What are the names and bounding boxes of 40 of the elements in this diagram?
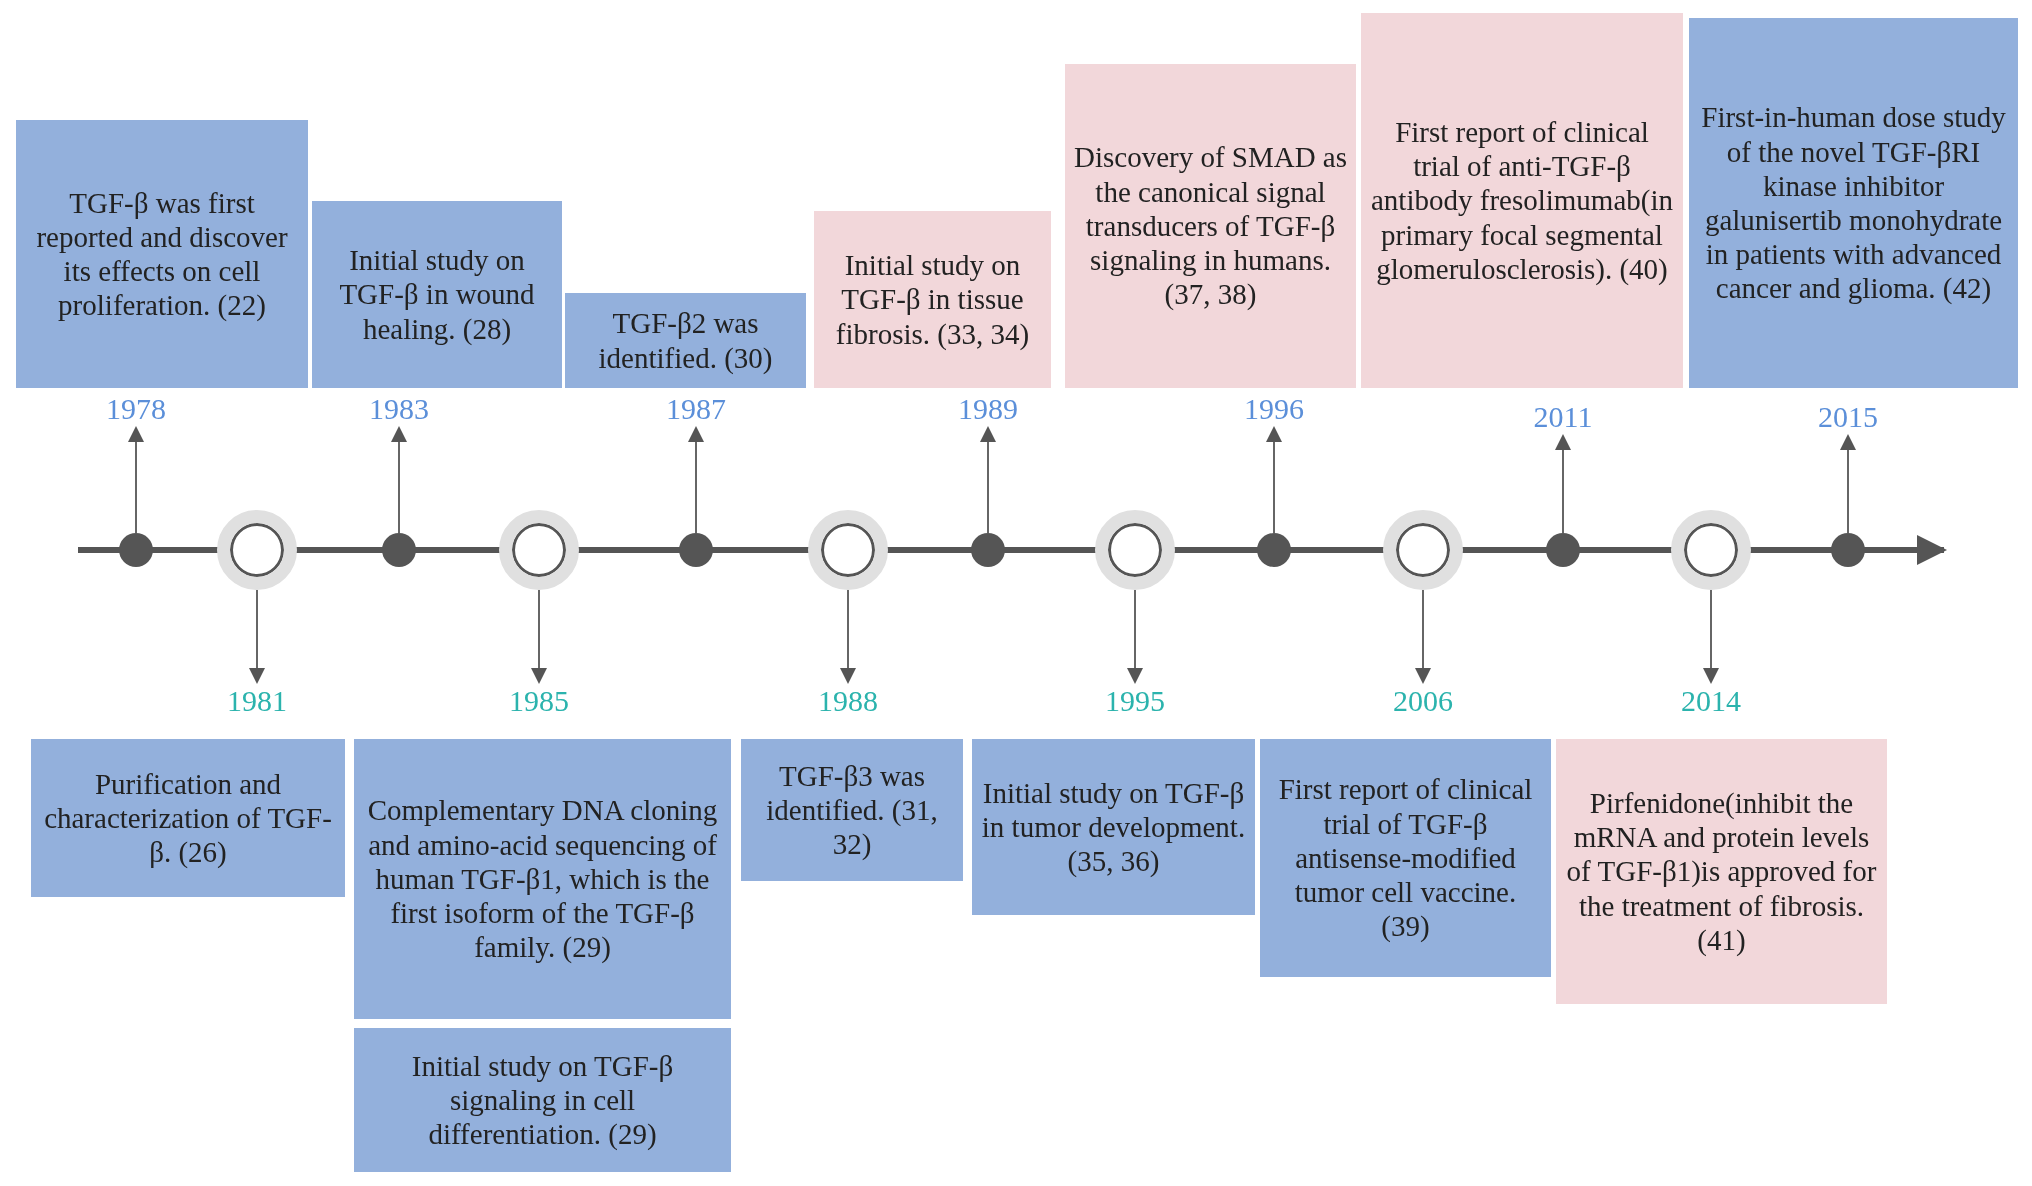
arrow [1415,589,1431,684]
year-label: 1988 [798,684,898,718]
year-label: 2015 [1798,400,1898,434]
event-box: Initial study on TGF-β in tissue fibrosis. (33, 34) [814,211,1051,388]
arrow [249,589,265,684]
year-label: 1981 [207,684,307,718]
year-label: 1987 [646,392,746,426]
event-box: Discovery of SMAD as the canonical signal transducers of TGF-β signaling in humans. (37, 38) [1065,64,1356,388]
year-label: 2011 [1513,400,1613,434]
year-label: 2014 [1661,684,1761,718]
year-label: 1983 [349,392,449,426]
event-box: TGF-β2 was identified. (30) [565,293,806,388]
arrow [840,589,856,684]
arrow [391,426,407,534]
event-box: TGF-β was first reported and discover its effects on cell proliferation. (22) [16,120,308,388]
event-box: Initial study on TGF-β signaling in cell differentiation. (29) [354,1028,731,1172]
event-box: First-in-human dose study of the novel TGF-βRI kinase inhibitor galunisertib monohydrate in patients with advanced cancer and glioma. (42) [1689,18,2018,388]
year-label: 2006 [1373,684,1473,718]
arrow [1840,434,1856,534]
year-label: 1995 [1085,684,1185,718]
event-box: Pirfenidone(inhibit the mRNA and protein levels of TGF-β1)is approved for the treatment of fibrosis. (41) [1556,739,1887,1004]
arrow [688,426,704,534]
arrow [128,426,144,534]
year-label: 1996 [1224,392,1324,426]
arrow [1703,589,1719,684]
event-box: First report of clinical trial of TGF-β antisense-modified tumor cell vaccine. (39) [1260,739,1551,977]
year-label: 1985 [489,684,589,718]
event-box: TGF-β3 was identified. (31, 32) [741,739,963,881]
year-label: 1978 [86,392,186,426]
event-box: Initial study on TGF-β in wound healing. (28) [312,201,562,388]
arrow [1127,589,1143,684]
arrow [531,589,547,684]
arrow [1266,426,1282,534]
arrow [980,426,996,534]
event-box: Complementary DNA cloning and amino-acid sequencing of human TGF-β1, which is the first isoform of the TGF-β family. (29) [354,739,731,1019]
event-box: First report of clinical trial of anti-TGF-β antibody fresolimumab(in primary focal segmental glomerulosclerosis). (40) [1361,13,1683,388]
event-box: Initial study on TGF-β in tumor development. (35, 36) [972,739,1255,915]
event-box: Purification and characterization of TGF-β. (26) [31,739,345,897]
year-label: 1989 [938,392,1038,426]
arrow [1555,434,1571,534]
